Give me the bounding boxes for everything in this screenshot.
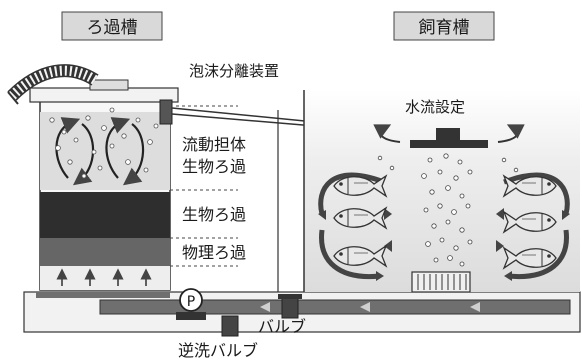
left-circulation <box>318 172 385 280</box>
device-flow-arrows <box>373 124 525 143</box>
leader-lines <box>170 105 238 267</box>
svg-text:P: P <box>187 294 195 310</box>
bio-filter-label: 生物ろ過 <box>182 205 246 224</box>
backwash-valve-label: 逆洗バルブ <box>178 341 258 360</box>
filter-bubbles <box>49 107 159 179</box>
upflow-arrows <box>56 268 152 286</box>
water-flow-label: 水流設定 <box>405 98 465 116</box>
filter-tank <box>29 79 179 291</box>
valve-label: バルブ <box>258 317 306 336</box>
fluidized-label-2: 生物ろ過 <box>182 157 246 176</box>
valve <box>278 294 302 319</box>
bubble-column <box>377 153 519 267</box>
foam-separator-hose <box>7 64 99 105</box>
bio-filter-layer <box>40 192 170 238</box>
return-pipe <box>36 292 571 315</box>
physical-filter-label: 物理ろ過 <box>182 243 246 262</box>
pump: P <box>176 288 206 320</box>
inner-flow-arrows <box>384 208 504 252</box>
svg-text:ろ過槽: ろ過槽 <box>87 18 138 38</box>
backwash-valve <box>221 315 239 337</box>
foam-separator-label: 泡沫分離装置 <box>189 62 279 80</box>
right-circulation <box>503 172 570 280</box>
outlet-pipe <box>159 99 329 137</box>
svg-text:飼育槽: 飼育槽 <box>419 18 470 38</box>
breeding-tank-title: 飼育槽 <box>393 11 495 41</box>
arrow-head <box>376 271 384 281</box>
fluidized-label-1: 流動担体 <box>182 135 246 154</box>
filter-tank-title: ろ過槽 <box>61 11 163 41</box>
physical-filter-layer <box>40 238 170 266</box>
